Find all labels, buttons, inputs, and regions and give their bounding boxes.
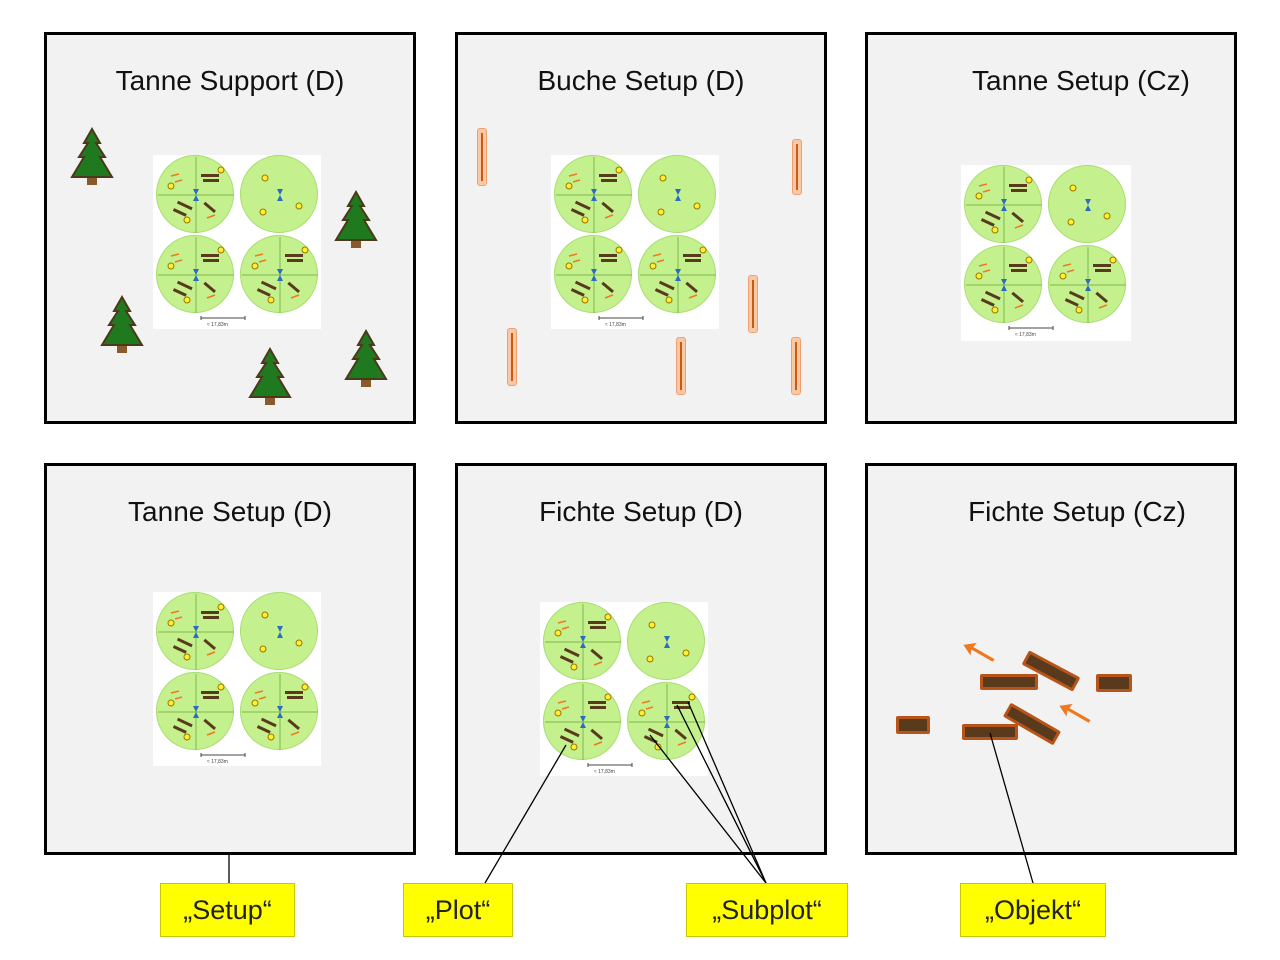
- panel-title: Fichte Setup (D): [539, 496, 743, 527]
- subplot-circle: [156, 235, 234, 313]
- subplot-circle: [554, 155, 632, 233]
- svg-text:≈ 17,83m: ≈ 17,83m: [207, 759, 228, 765]
- panel-fichte-setup-d: Fichte Setup (D) ≈ 17,83m: [455, 463, 827, 855]
- fir-tree-icon: [331, 189, 381, 252]
- panel-tanne-setup-d: Tanne Setup (D) ≈ 17,83m: [44, 463, 416, 855]
- panel-title: Tanne Support (D): [115, 65, 345, 96]
- subplot-circle: [240, 235, 318, 313]
- fir-tree-icon: [341, 328, 391, 391]
- orange-arrow-icon: [1054, 698, 1096, 729]
- subplot-circle: [638, 155, 716, 233]
- plot: ≈ 17,83m: [540, 602, 708, 776]
- plot: ≈ 17,83m: [153, 155, 321, 329]
- svg-text:≈ 17,83m: ≈ 17,83m: [1015, 332, 1036, 338]
- stake-object: [477, 128, 487, 186]
- scale-bar: ≈ 17,83m: [597, 315, 657, 328]
- panel-title: Buche Setup (D): [537, 65, 745, 96]
- subplot-circle: [627, 602, 705, 680]
- subplot-circle: [554, 235, 632, 313]
- subplot-circle: [543, 682, 621, 760]
- scale-bar: ≈ 17,83m: [199, 315, 259, 328]
- subplot-circle: [1048, 245, 1126, 323]
- subplot-circle: [156, 592, 234, 670]
- subplot-circle: [240, 592, 318, 670]
- scale-bar: ≈ 17,83m: [1007, 325, 1067, 338]
- subplot-circle: [964, 245, 1042, 323]
- label-objekt: „Objekt“: [960, 883, 1106, 937]
- scale-bar: ≈ 17,83m: [199, 752, 259, 765]
- fir-tree-icon: [245, 346, 295, 409]
- stake-object: [748, 275, 758, 333]
- stake-object: [507, 328, 517, 386]
- subplot-circle: [964, 165, 1042, 243]
- stake-object: [676, 337, 686, 395]
- label-plot: „Plot“: [403, 883, 513, 937]
- svg-text:≈ 17,83m: ≈ 17,83m: [605, 322, 626, 328]
- log-object: [980, 674, 1038, 690]
- panel-title: Tanne Setup (Cz): [972, 65, 1190, 96]
- subplot-circle: [1048, 165, 1126, 243]
- panel-buche-setup-d: Buche Setup (D) ≈ 17,83m: [455, 32, 827, 424]
- scale-bar: ≈ 17,83m: [586, 762, 646, 775]
- subplot-circle: [240, 155, 318, 233]
- plot: ≈ 17,83m: [153, 592, 321, 766]
- log-object: [962, 724, 1018, 740]
- svg-text:≈ 17,83m: ≈ 17,83m: [594, 769, 615, 775]
- subplot-circle: [156, 672, 234, 750]
- panel-tanne-setup-cz: Tanne Setup (Cz) ≈ 17,83m: [865, 32, 1237, 424]
- fir-tree-icon: [97, 294, 147, 357]
- log-object: [1096, 674, 1132, 692]
- subplot-circle: [240, 672, 318, 750]
- orange-arrow-icon: [958, 637, 1000, 668]
- label-subplot: „Subplot“: [686, 883, 848, 937]
- panel-fichte-setup-cz: Fichte Setup (Cz): [865, 463, 1237, 855]
- stake-object: [791, 337, 801, 395]
- panel-title: Tanne Setup (D): [128, 496, 332, 527]
- subplot-circle: [638, 235, 716, 313]
- subplot-circle: [156, 155, 234, 233]
- subplot-circle: [543, 602, 621, 680]
- plot: ≈ 17,83m: [551, 155, 719, 329]
- fir-tree-icon: [67, 126, 117, 189]
- label-setup: „Setup“: [160, 883, 295, 937]
- plot: ≈ 17,83m: [961, 165, 1131, 341]
- log-object: [896, 716, 930, 734]
- panel-title: Fichte Setup (Cz): [968, 496, 1186, 527]
- subplot-circle: [627, 682, 705, 760]
- panel-tanne-support-d: Tanne Support (D) ≈ 17,83m: [44, 32, 416, 424]
- svg-text:≈ 17,83m: ≈ 17,83m: [207, 322, 228, 328]
- stake-object: [792, 139, 802, 195]
